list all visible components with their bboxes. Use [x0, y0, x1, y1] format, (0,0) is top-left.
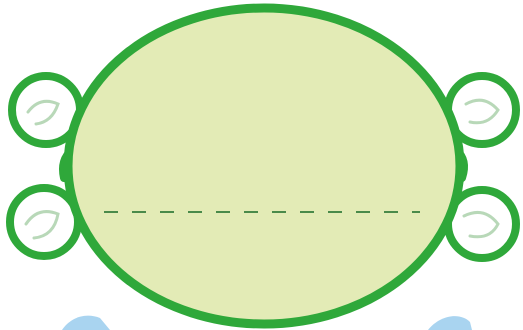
left-wing-shape	[62, 316, 110, 330]
main-oval-body	[68, 8, 460, 324]
right-wing-shape	[428, 316, 472, 330]
